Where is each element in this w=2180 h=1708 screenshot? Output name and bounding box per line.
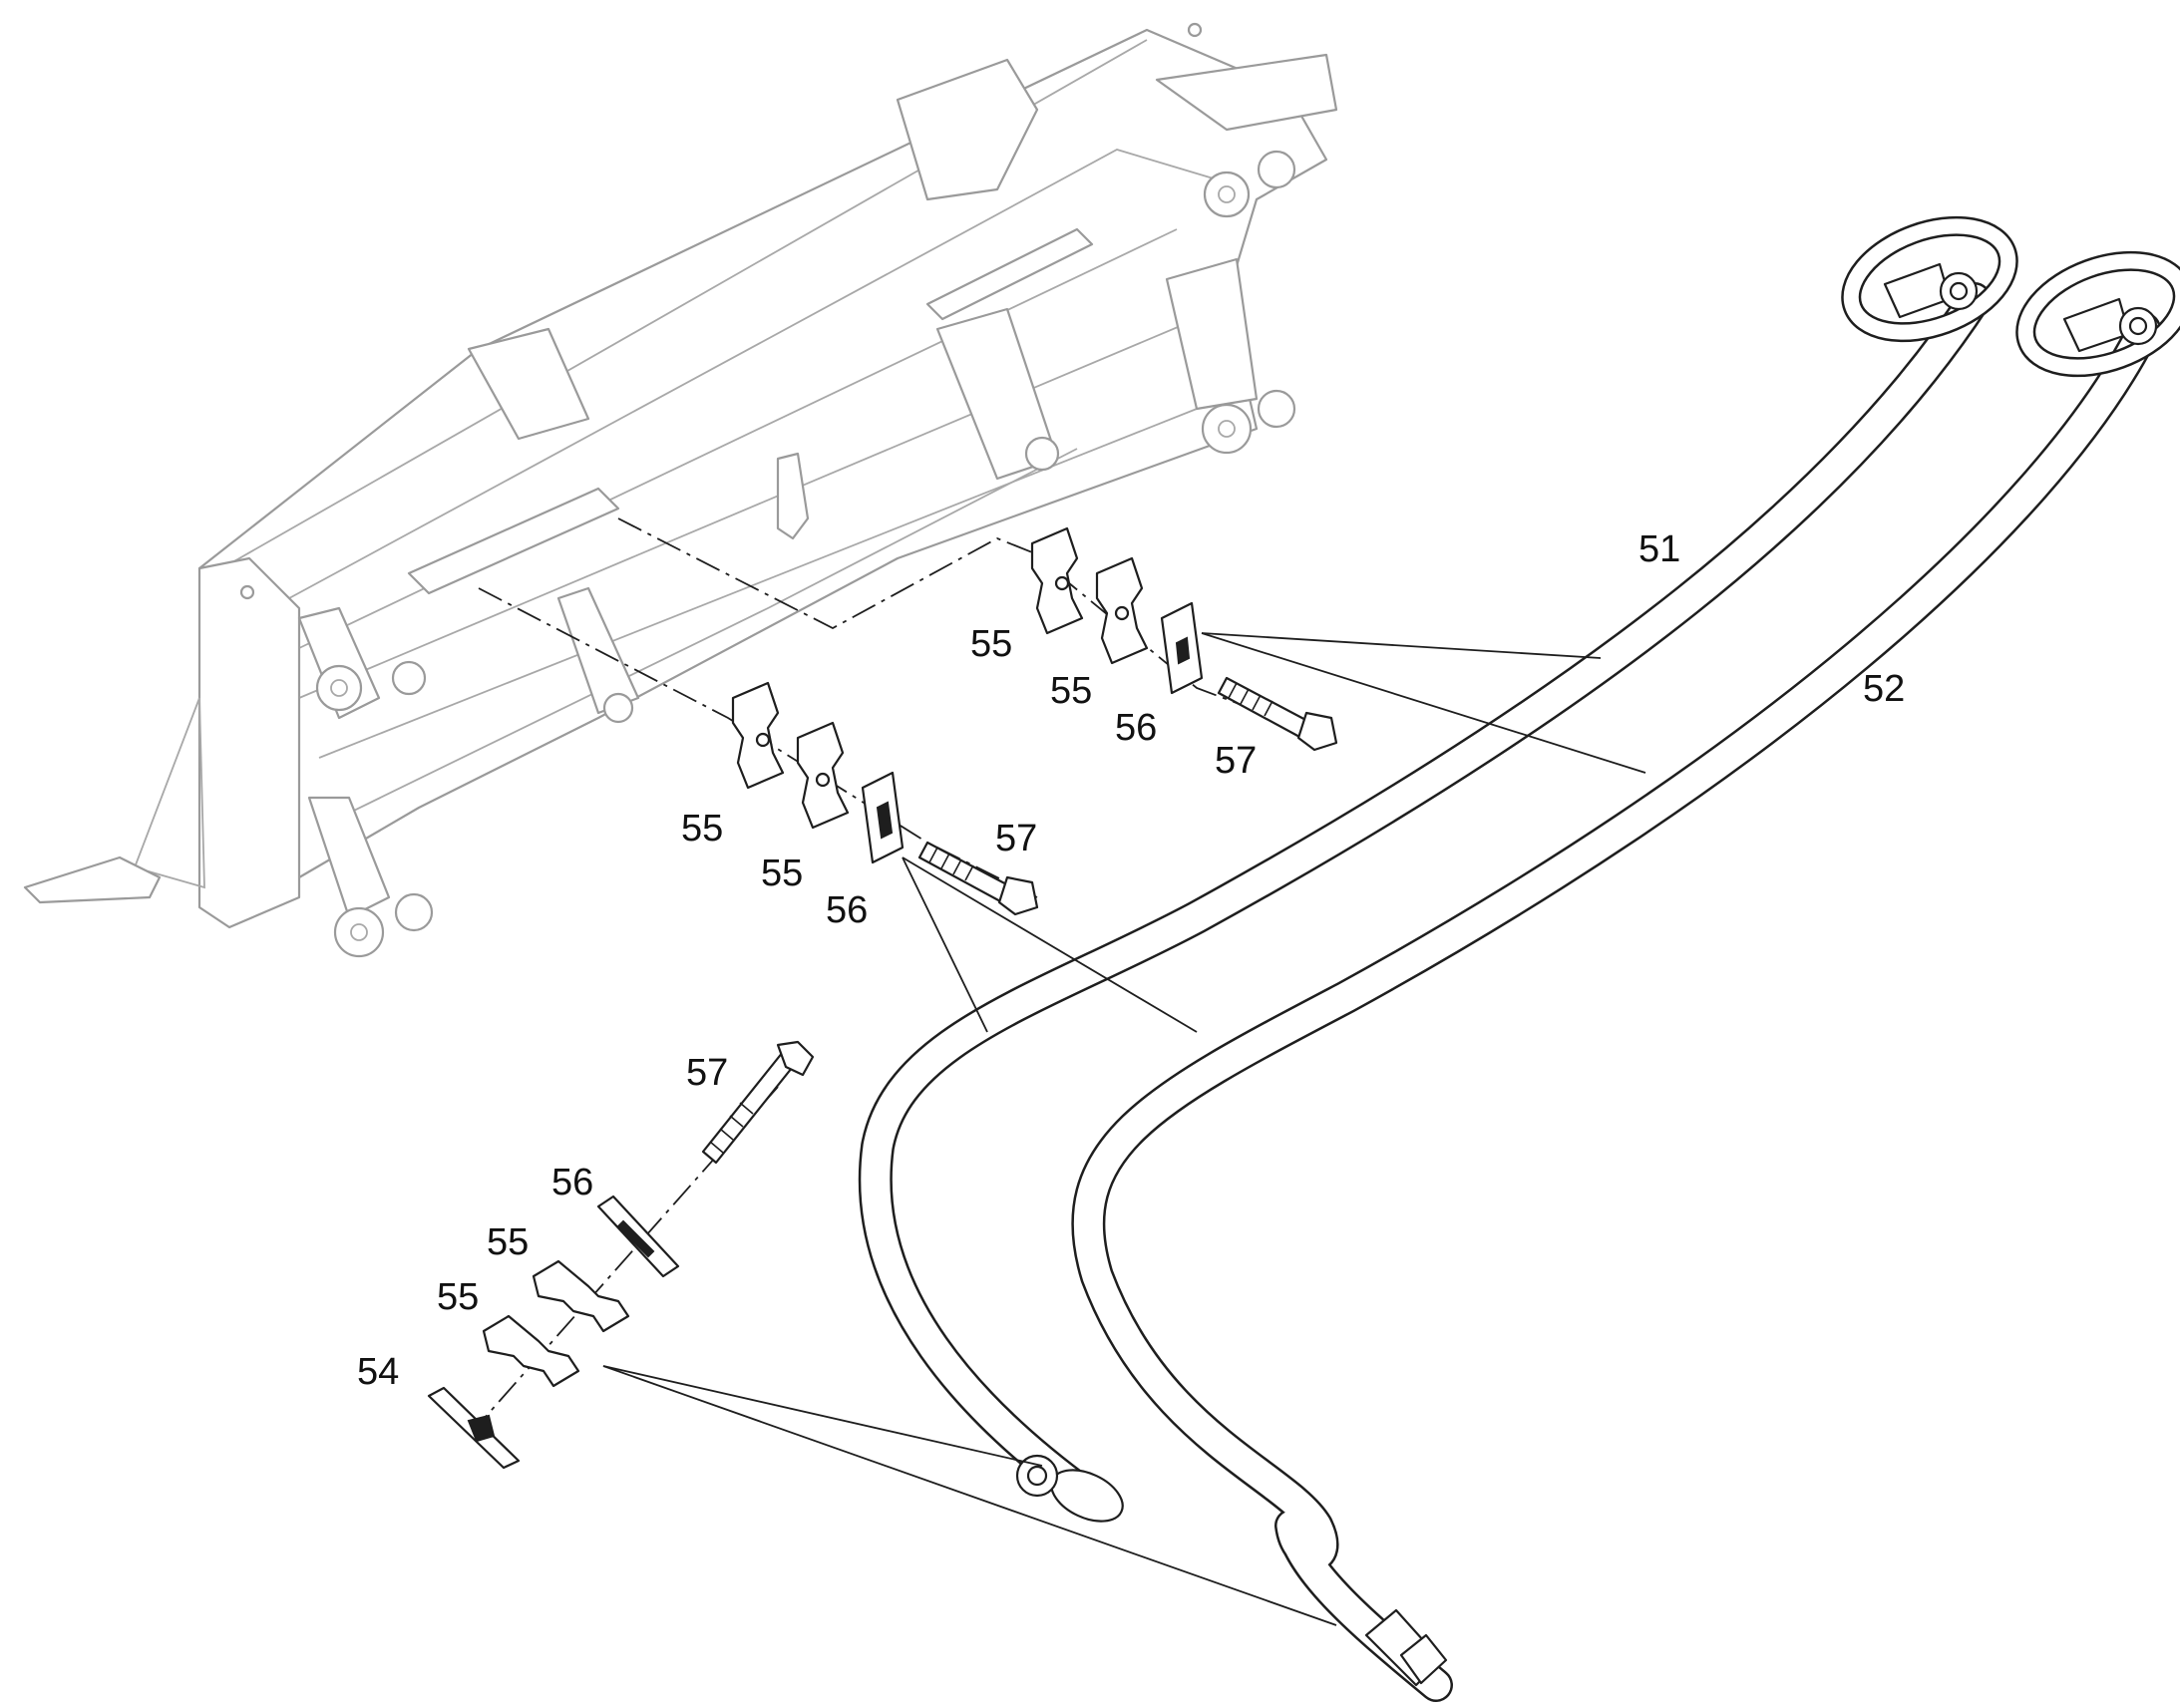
hose-52 (1071, 250, 2180, 1702)
clamp-half-55-upper-b (1095, 556, 1149, 665)
clamp-half-55-mid-a (731, 681, 785, 790)
clamp-half-55-lower-a (532, 1259, 630, 1333)
callout-55-mid-b: 55 (761, 853, 803, 894)
washer-plate-56-lower (596, 1195, 680, 1278)
callout-57-lower: 57 (686, 1052, 728, 1094)
hose-51-bottom-fitting (1015, 1454, 1124, 1523)
clamp-assembly-lower (427, 1040, 815, 1470)
callout-55-lower-a: 55 (487, 1221, 529, 1263)
callout-55-upper-a: 55 (970, 623, 1012, 665)
callout-55-upper-b: 55 (1050, 670, 1092, 712)
callout-labels: 51 52 55 55 56 57 55 55 56 57 57 56 55 5… (357, 528, 1905, 1393)
bolt-57-mid (917, 841, 1039, 916)
loader-frame (23, 22, 1338, 958)
callout-54: 54 (357, 1351, 399, 1393)
callout-55-lower-b: 55 (437, 1276, 479, 1318)
hose-52-bottom-fitting (1364, 1608, 1448, 1687)
washer-plate-56-upper (1160, 601, 1204, 695)
callout-51: 51 (1638, 528, 1680, 570)
clamp-half-55-mid-b (796, 721, 850, 830)
callout-56-mid: 56 (826, 889, 868, 931)
callout-52: 52 (1863, 668, 1905, 710)
clamp-assembly-middle (731, 681, 1039, 916)
plate-54 (427, 1386, 521, 1470)
bolt-57-lower (701, 1040, 815, 1165)
hose-51 (858, 215, 2018, 1523)
clamp-half-55-upper-a (1030, 526, 1084, 635)
callout-56-upper: 56 (1115, 707, 1157, 749)
leader-lines (602, 632, 1646, 1626)
callout-55-mid-a: 55 (681, 808, 723, 850)
bolt-57-upper (1217, 676, 1338, 752)
washer-plate-56-mid (861, 771, 905, 864)
hose-51-top-fitting (1883, 262, 1979, 319)
clamp-assembly-upper (1030, 526, 1338, 752)
callout-57-upper: 57 (1215, 740, 1257, 782)
hose-52-top-fitting (2062, 297, 2158, 353)
clamp-half-55-lower-b (482, 1314, 580, 1388)
callout-57-mid: 57 (995, 818, 1037, 859)
callout-56-lower: 56 (551, 1162, 593, 1203)
